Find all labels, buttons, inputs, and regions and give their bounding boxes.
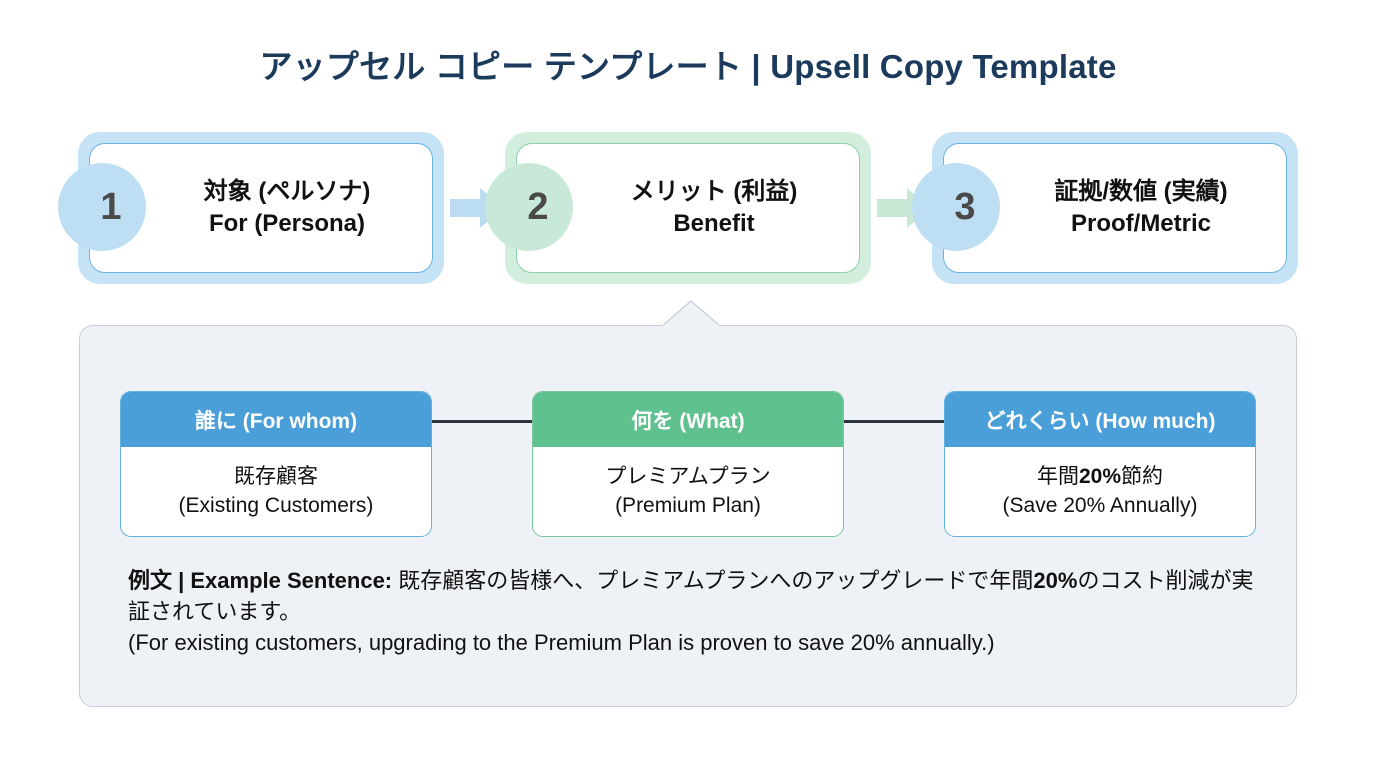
step-box-3-inner: 証拠/数値 (実績) Proof/Metric <box>943 143 1287 273</box>
step-box-2-text: メリット (利益) Benefit <box>571 176 806 240</box>
page-title: アップセル コピー テンプレート | Upsell Copy Template <box>259 48 1117 85</box>
example-sentence-text: 例文 | Example Sentence: 既存顧客の皆様へ、プレミアムプラン… <box>128 568 1253 624</box>
card-for-whom-header: 誰に (For whom) <box>121 392 431 447</box>
card-how-much-value-en: (Save 20% Annually) <box>1002 493 1198 517</box>
card-what-body: プレミアムプラン (Premium Plan) <box>533 447 843 536</box>
card-for-whom[interactable]: 誰に (For whom) 既存顧客 (Existing Customers) <box>120 391 432 537</box>
step-number-badge-1: 1 <box>58 163 146 251</box>
card-for-whom-body: 既存顧客 (Existing Customers) <box>121 447 431 536</box>
step-box-1-inner: 対象 (ペルソナ) For (Persona) <box>89 143 433 273</box>
panel-pointer-notch <box>661 299 721 328</box>
card-for-whom-value-en: (Existing Customers) <box>178 493 374 517</box>
card-how-much-value-percent: 20% <box>1078 464 1122 488</box>
step-number-badge-2: 2 <box>485 163 573 251</box>
step-box-1-text: 対象 (ペルソナ) For (Persona) <box>144 176 379 240</box>
step-box-3-label-ja: 証拠/数値 (実績) <box>1054 177 1228 205</box>
example-sentence: 例文 | Example Sentence: 既存顧客の皆様へ、プレミアムプラン… <box>128 565 1268 659</box>
card-what-value-en: (Premium Plan) <box>615 493 761 517</box>
example-sentence-ja-percent: 20% <box>1033 568 1078 593</box>
step-box-2-label-ja: メリット (利益) <box>630 177 798 205</box>
example-sentence-en: (For existing customers, upgrading to th… <box>128 630 995 656</box>
component-cards: 誰に (For whom) 既存顧客 (Existing Customers) … <box>120 391 1260 537</box>
example-sentence-ja-part1: 既存顧客の皆様へ、プレミアムプランへのアップグレードで年間 <box>392 568 1034 593</box>
step-box-2[interactable]: メリット (利益) Benefit 2 <box>485 132 871 284</box>
step-box-2-inner: メリット (利益) Benefit <box>516 143 860 273</box>
card-how-much-value-ja: 年間20%節約 <box>1036 464 1164 488</box>
connector-card2-card3 <box>832 420 948 423</box>
card-for-whom-value-ja: 既存顧客 <box>234 464 318 488</box>
step-box-1[interactable]: 対象 (ペルソナ) For (Persona) 1 <box>58 132 444 284</box>
card-what[interactable]: 何を (What) プレミアムプラン (Premium Plan) <box>532 391 844 537</box>
connector-card1-card2 <box>420 420 536 423</box>
card-how-much-body: 年間20%節約 (Save 20% Annually) <box>945 447 1255 536</box>
step-box-3-label-en: Proof/Metric <box>1070 210 1211 237</box>
example-sentence-ja-part2: のコスト削減が実証されています。 <box>128 568 1254 625</box>
step-box-2-label-en: Benefit <box>673 210 755 237</box>
step-box-1-label-ja: 対象 (ペルソナ) <box>203 177 371 205</box>
step-box-3[interactable]: 証拠/数値 (実績) Proof/Metric 3 <box>912 132 1298 284</box>
step-number-badge-3: 3 <box>912 163 1000 251</box>
step-box-1-label-en: For (Persona) <box>208 210 366 237</box>
card-what-value-ja: プレミアムプラン <box>605 464 771 488</box>
card-what-header: 何を (What) <box>533 392 843 447</box>
example-sentence-label: 例文 | Example Sentence: <box>128 568 393 593</box>
step-flow: 対象 (ペルソナ) For (Persona) 1 メリット (利益) Bene… <box>58 132 1298 284</box>
card-how-much[interactable]: どれくらい (How much) 年間20%節約 (Save 20% Annua… <box>944 391 1256 537</box>
card-how-much-header: どれくらい (How much) <box>945 392 1255 447</box>
step-box-3-text: 証拠/数値 (実績) Proof/Metric <box>994 176 1235 240</box>
